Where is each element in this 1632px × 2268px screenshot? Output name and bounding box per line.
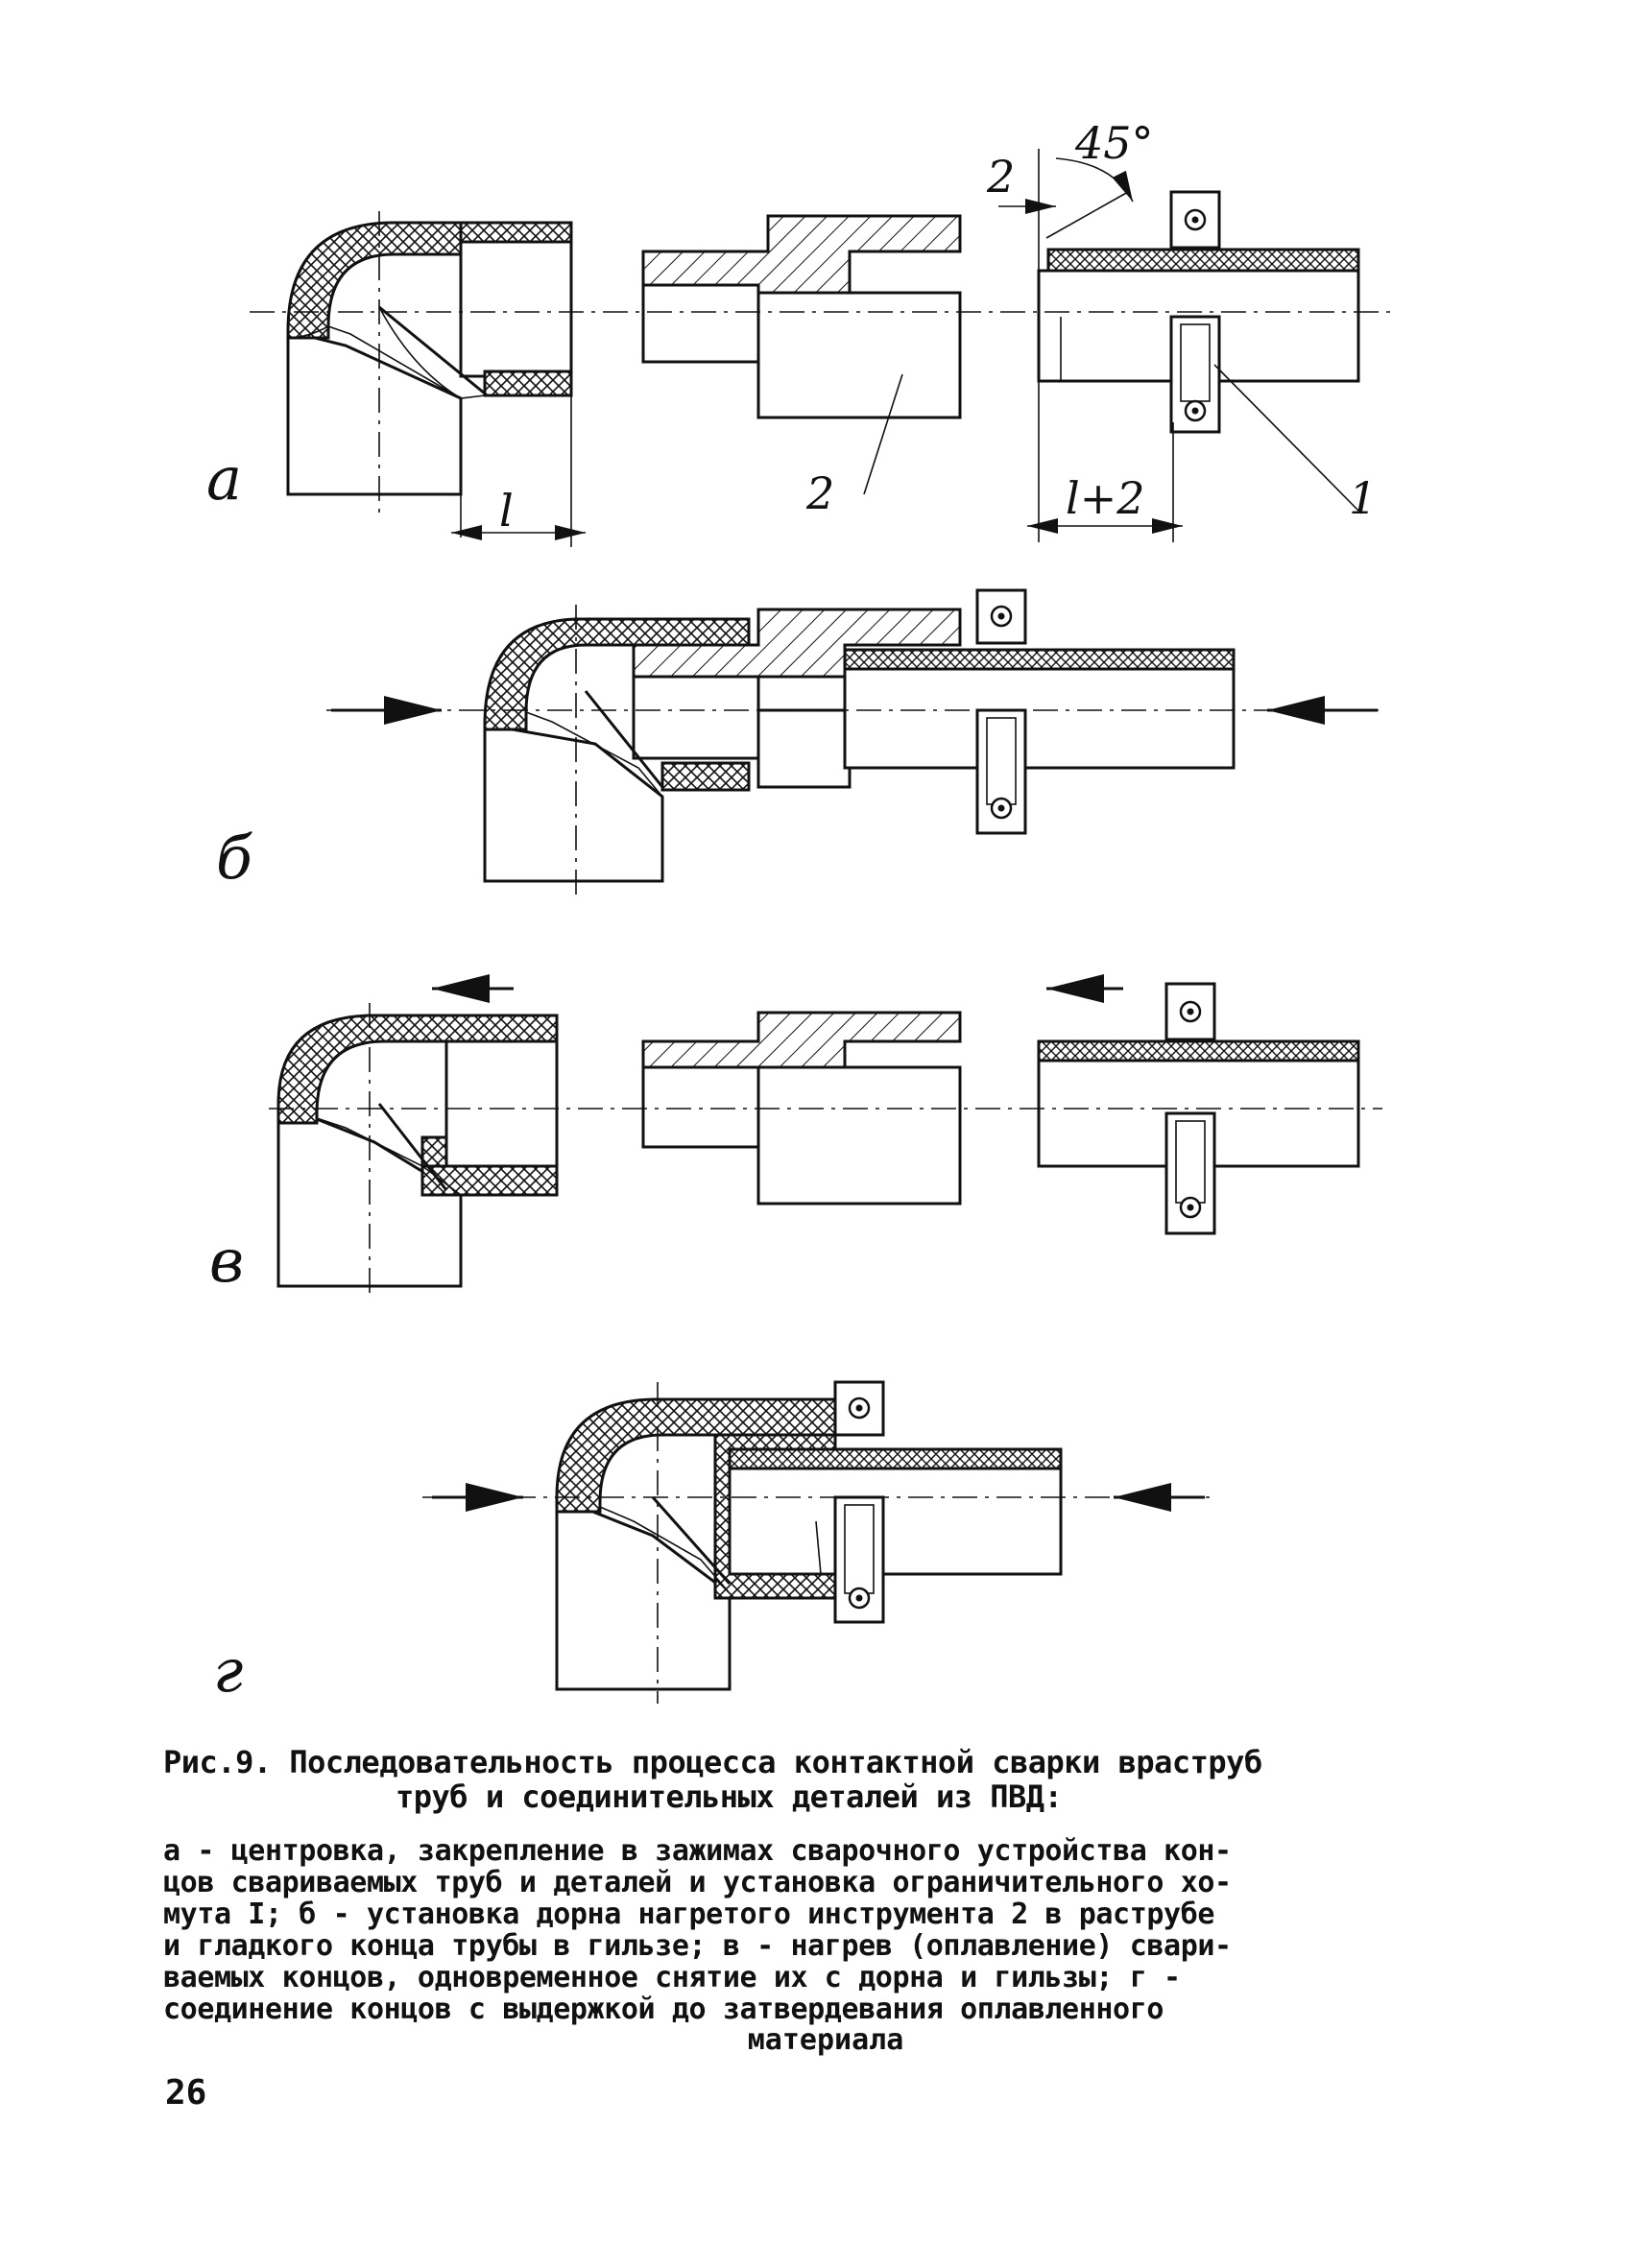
technical-drawing: l 2 1 l+2 <box>206 117 1392 1706</box>
stage-a: l 2 1 l+2 <box>206 117 1392 547</box>
figure-caption: Рис.9. Последовательность процесса конта… <box>163 1745 1488 2057</box>
heated-tool-callout: 2 <box>805 467 834 519</box>
pipe-depth-label: l+2 <box>1066 472 1145 524</box>
offset-label: 2 <box>986 151 1015 203</box>
stage-d: г <box>213 1380 1210 1706</box>
caption-title-line2: труб и соединительных деталей из ПВД: <box>396 1779 1063 1815</box>
angle-label: 45° <box>1074 117 1154 169</box>
caption-title-line1: Рис.9. Последовательность процесса конта… <box>163 1744 1262 1780</box>
stage-label-d: г <box>213 1635 243 1706</box>
stage-c: в <box>209 974 1382 1301</box>
elbow-fitting-a: l <box>286 211 586 547</box>
stage-label-b: б <box>216 823 253 893</box>
caption-body: а - центровка, закрепление в зажимах сва… <box>163 1834 1232 2026</box>
clamp-callout: 1 <box>1349 472 1377 524</box>
socket-depth-label: l <box>499 485 514 537</box>
stage-label-a: а <box>206 443 242 513</box>
stage-label-c: в <box>209 1226 244 1296</box>
stage-b: б <box>216 588 1382 897</box>
pipe-with-clamp-a: 1 l+2 2 45° <box>986 117 1377 542</box>
heated-tool-a: 2 <box>641 214 962 519</box>
caption-title: Рис.9. Последовательность процесса конта… <box>163 1745 1488 1814</box>
caption-body-end: материала <box>747 2023 904 2057</box>
page-number: 26 <box>165 2073 207 2113</box>
